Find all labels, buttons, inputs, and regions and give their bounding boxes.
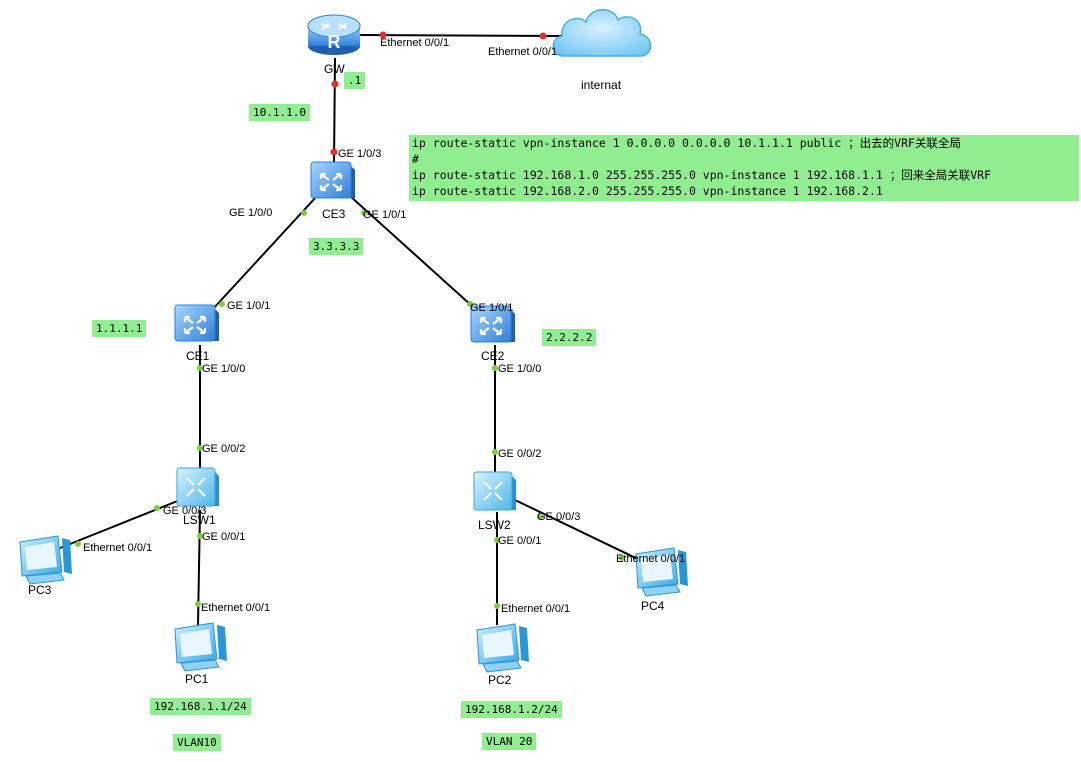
address-tag: .1 — [344, 72, 366, 89]
port-label: Ethernet 0/0/1 — [488, 46, 558, 58]
port-dot — [330, 148, 338, 156]
router-icon: R — [307, 14, 361, 55]
pc-icon — [635, 547, 688, 597]
port-dot — [537, 514, 543, 520]
port-dot — [154, 505, 160, 511]
port-dot — [197, 445, 203, 451]
device-name-lsw1: LSW1 — [183, 513, 216, 527]
router-id-tag: 3.3.3.3 — [309, 238, 364, 255]
router-id-tag: 2.2.2.2 — [542, 329, 597, 346]
network-tag: 10.1.1.0 — [249, 104, 310, 121]
port-label: Ethernet 0/0/1 — [83, 542, 153, 554]
port-label: GE 0/0/2 — [498, 448, 542, 460]
device-name-gw: GW — [324, 62, 345, 76]
ip-tag: 192.168.1.2/24 — [461, 701, 562, 718]
port-label: GE 1/0/3 — [338, 148, 382, 160]
port-dot — [195, 601, 201, 607]
config-line: # — [412, 152, 419, 166]
l3-switch-icon — [174, 304, 219, 342]
device-name-internet: internat — [581, 78, 622, 92]
port-label: GE 1/0/1 — [470, 302, 514, 314]
port-dot — [494, 603, 500, 609]
pc-icon — [19, 535, 72, 585]
link-lsw2-pc4 — [514, 499, 641, 561]
port-dot — [619, 555, 625, 561]
svg-text:R: R — [328, 32, 341, 52]
port-label: GE 1/0/1 — [363, 209, 407, 221]
link-ce3-ce2 — [349, 195, 483, 316]
device-name-lsw2: LSW2 — [478, 518, 511, 532]
port-dot — [494, 537, 500, 543]
device-name-ce3: CE3 — [322, 207, 346, 221]
device-name-ce1: CE1 — [186, 349, 210, 363]
config-line: ip route-static 192.168.2.0 255.255.255.… — [412, 184, 883, 198]
port-dot — [331, 80, 339, 88]
ip-tag: 192.168.1.1/24 — [150, 698, 251, 715]
port-label: GE 1/0/0 — [229, 207, 273, 219]
device-name-pc3: PC3 — [28, 583, 52, 597]
port-label: GE 0/0/2 — [202, 443, 246, 455]
device-name-ce2: CE2 — [481, 349, 505, 363]
port-label: Ethernet 0/0/1 — [501, 603, 571, 615]
l3-switch-icon — [470, 305, 515, 343]
l2-switch-icon — [473, 471, 516, 511]
port-dot — [301, 210, 307, 216]
port-dot — [197, 533, 203, 539]
cloud-icon — [552, 9, 652, 57]
port-dot — [197, 365, 203, 371]
device-name-pc1: PC1 — [185, 672, 209, 686]
pc-icon — [174, 622, 227, 672]
port-label: GE 0/0/3 — [537, 511, 581, 523]
l3-switch-icon — [310, 161, 355, 199]
link-lsw1-pc1 — [197, 509, 201, 626]
vlan-tag: VLAN10 — [173, 734, 221, 751]
vlan-tag: VLAN 20 — [482, 733, 537, 750]
port-dot — [539, 32, 547, 40]
port-label: Ethernet 0/0/1 — [380, 37, 450, 49]
port-label: Ethernet 0/0/1 — [616, 553, 686, 565]
link-lsw1-pc3 — [59, 499, 181, 549]
port-label: GE 1/0/0 — [202, 363, 246, 375]
port-label: GE 1/0/1 — [227, 300, 271, 312]
pc-icon — [476, 623, 529, 673]
config-note: ip route-static vpn-instance 1 0.0.0.0 0… — [409, 135, 1079, 201]
port-dot — [379, 31, 387, 39]
port-dot — [219, 301, 225, 307]
link-gw-ce3 — [333, 57, 336, 166]
port-label: Ethernet 0/0/1 — [201, 602, 271, 614]
port-dot — [492, 365, 498, 371]
port-dot — [492, 449, 498, 455]
config-line: ip route-static vpn-instance 1 0.0.0.0 0… — [412, 136, 961, 150]
link-ce3-ce1 — [211, 195, 318, 311]
l2-switch-icon — [176, 467, 219, 507]
router-id-tag: 1.1.1.1 — [92, 320, 147, 337]
port-label: GE 0/0/1 — [498, 535, 542, 547]
port-dot — [467, 301, 473, 307]
port-dot — [75, 541, 81, 547]
config-line: ip route-static 192.168.1.0 255.255.255.… — [412, 168, 991, 182]
port-dot — [361, 210, 367, 216]
port-label: GE 0/0/3 — [163, 505, 207, 517]
port-label: GE 0/0/1 — [202, 531, 246, 543]
port-label: GE 1/0/0 — [498, 363, 542, 375]
link-gw-internet — [359, 34, 563, 37]
port-dots — [75, 31, 625, 609]
device-name-pc2: PC2 — [488, 673, 512, 687]
device-name-pc4: PC4 — [641, 599, 665, 613]
